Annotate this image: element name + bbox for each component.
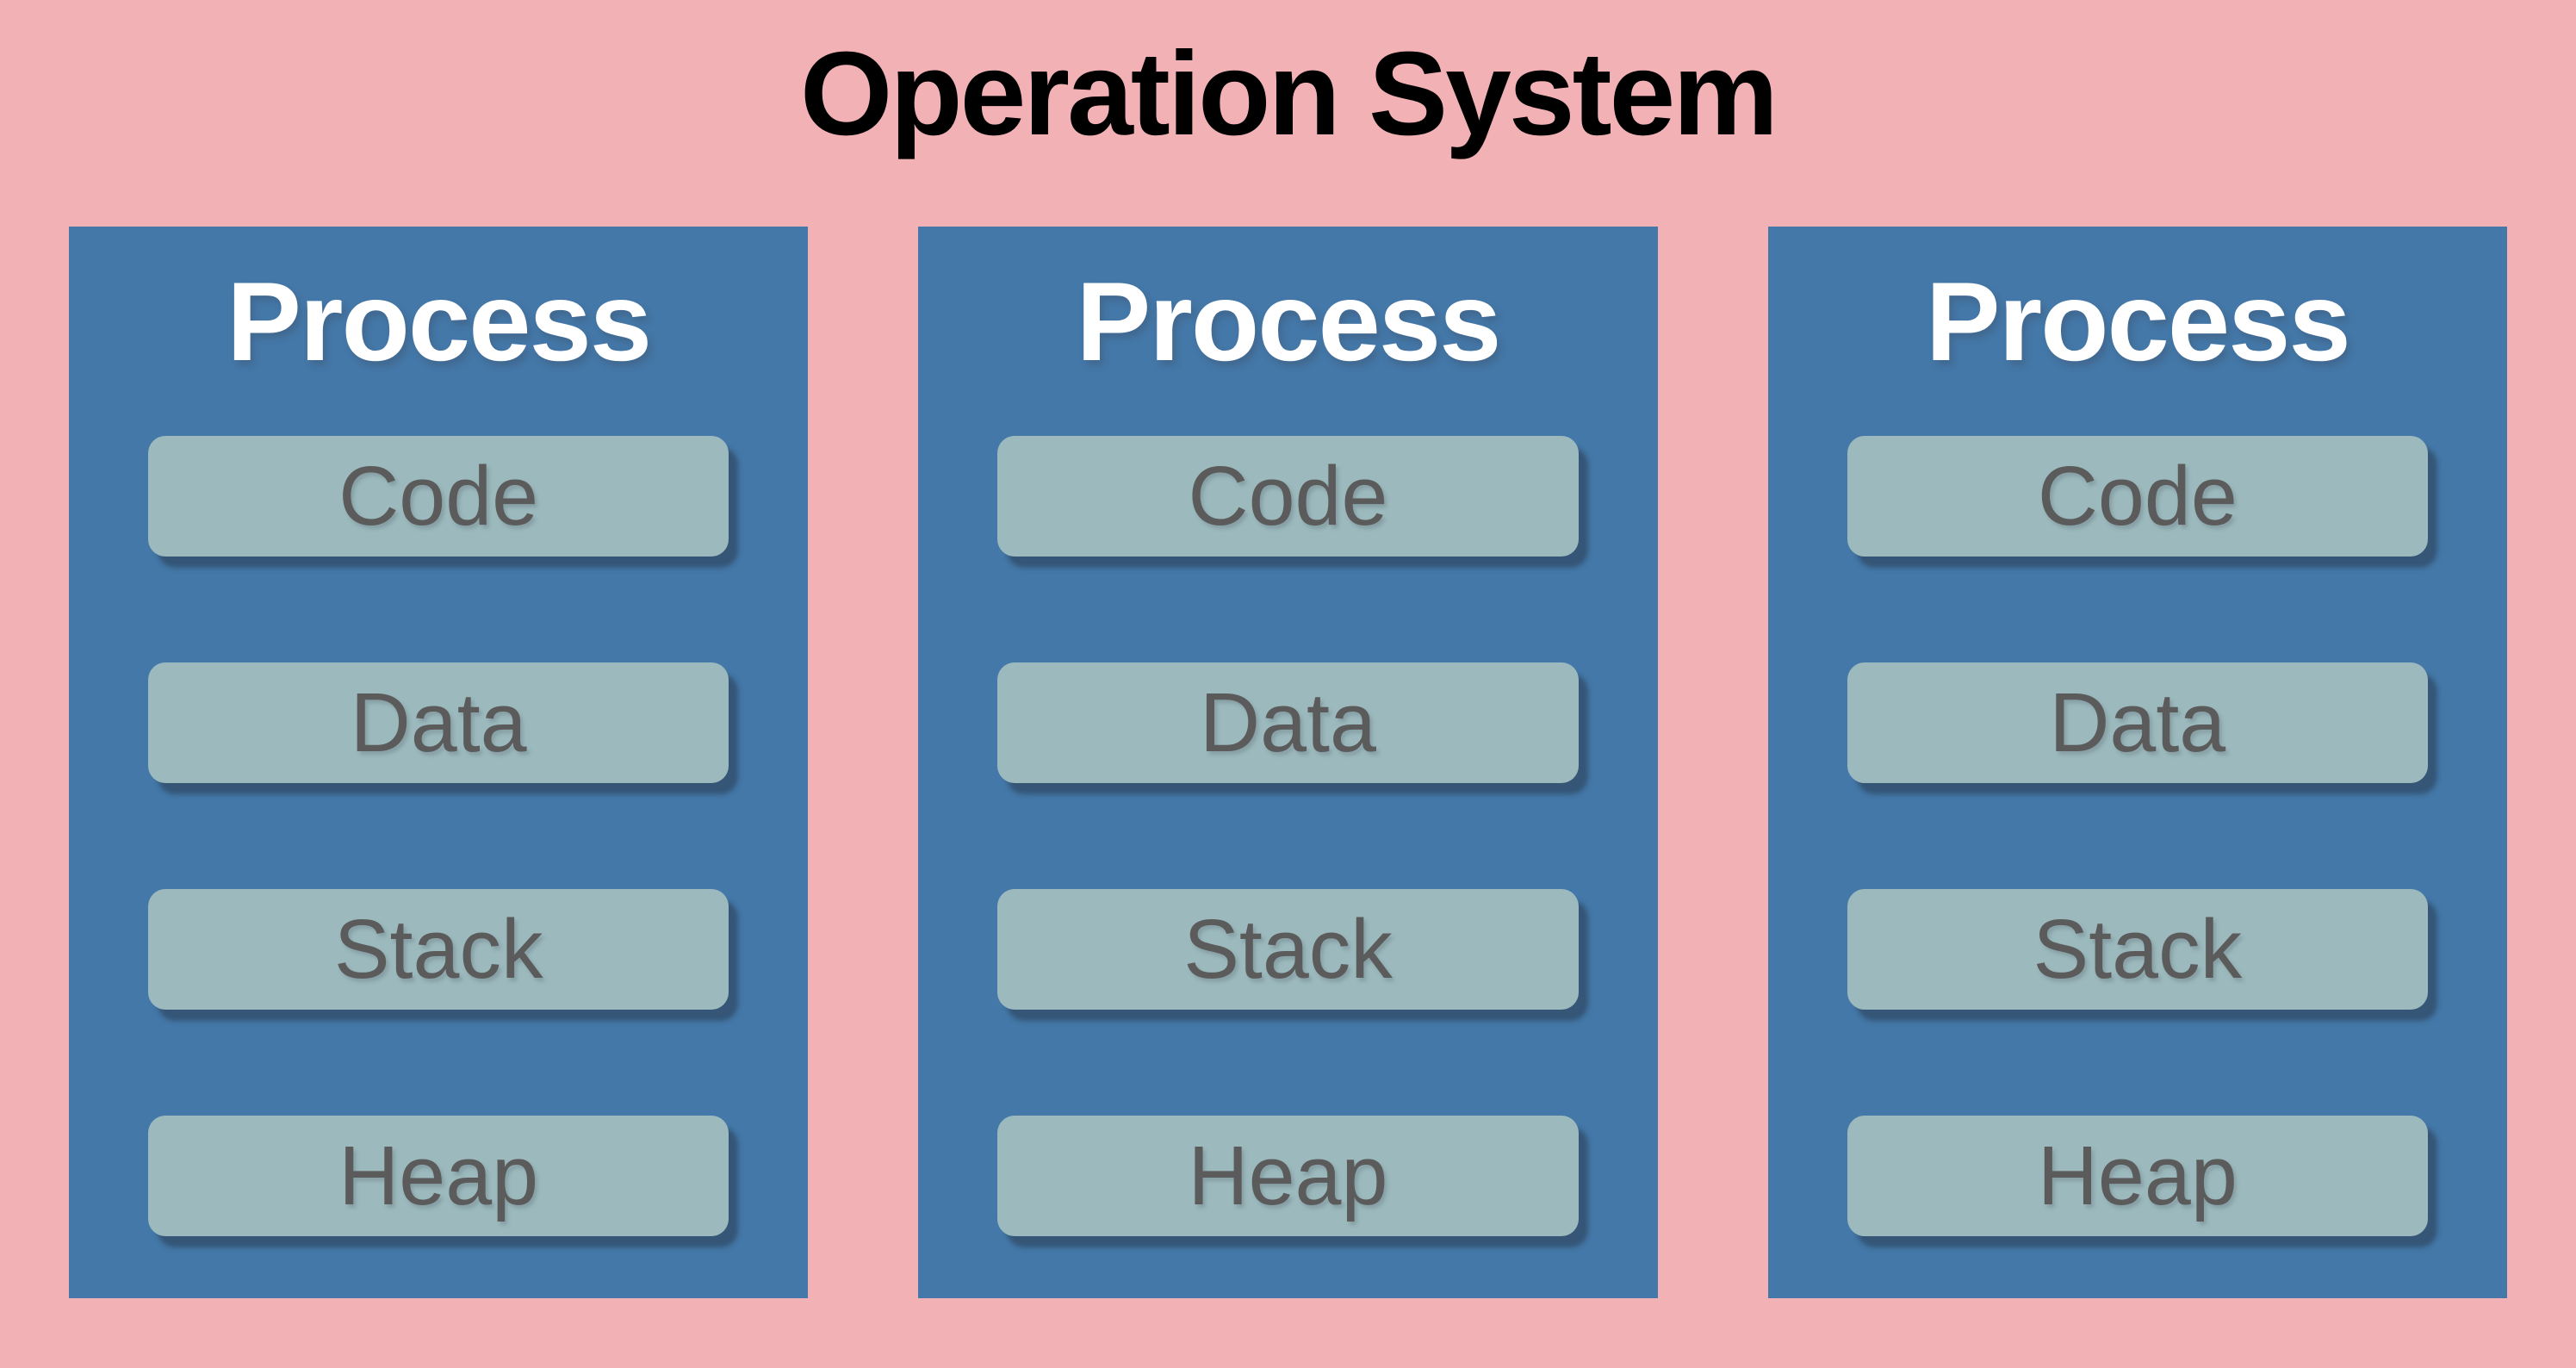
memory-block-heap: Heap — [1847, 1116, 2428, 1236]
page-title: Operation System — [799, 28, 1778, 160]
memory-block-stack: Stack — [148, 889, 729, 1010]
memory-block-code: Code — [1847, 436, 2428, 557]
process-title: Process — [1925, 258, 2351, 384]
memory-block-code: Code — [148, 436, 729, 557]
process-title: Process — [227, 258, 652, 384]
memory-block-stack: Stack — [997, 889, 1579, 1010]
memory-block-stack: Stack — [1847, 889, 2428, 1010]
memory-block-heap: Heap — [148, 1116, 729, 1236]
memory-block-data: Data — [148, 662, 729, 783]
process-box-1: Process Code Data Stack Heap — [69, 227, 809, 1298]
process-row: Process Code Data Stack Heap Process Cod… — [69, 227, 2507, 1298]
process-title: Process — [1076, 258, 1502, 384]
memory-block-data: Data — [1847, 662, 2428, 783]
memory-block-data: Data — [997, 662, 1579, 783]
process-box-2: Process Code Data Stack Heap — [918, 227, 1658, 1298]
process-box-3: Process Code Data Stack Heap — [1767, 227, 2507, 1298]
memory-block-code: Code — [997, 436, 1579, 557]
memory-block-heap: Heap — [997, 1116, 1579, 1236]
